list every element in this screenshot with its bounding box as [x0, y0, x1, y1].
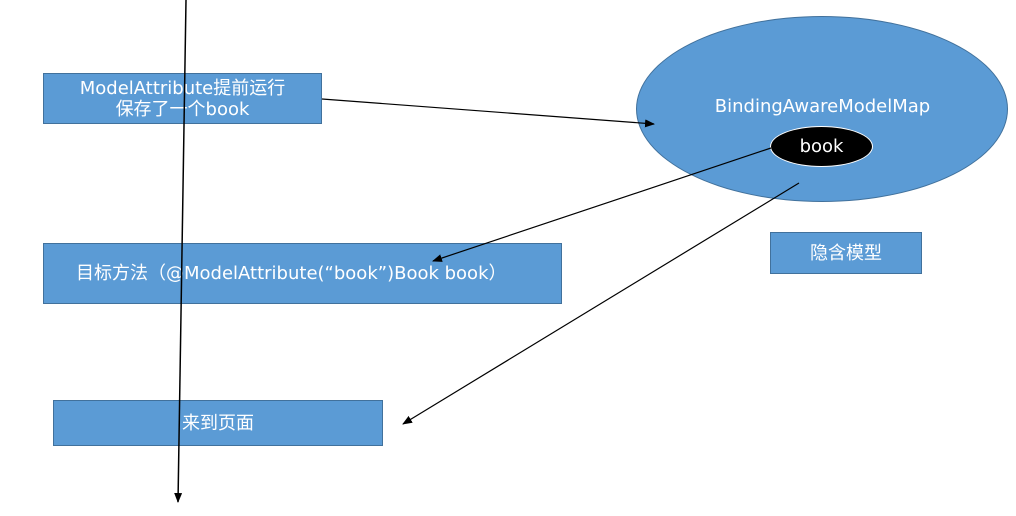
binding-aware-model-map-label: BindingAwareModelMap [714, 96, 931, 117]
to-page-box: 来到页面 [53, 400, 383, 446]
model-attribute-line2: 保存了一个book [115, 98, 250, 120]
save-arrow [321, 98, 655, 128]
target-method-box: 目标方法（@ModelAttribute(“book”)Book book） [43, 243, 562, 304]
book-ellipse: book [770, 126, 873, 167]
model-attribute-box: ModelAttribute提前运行 保存了一个book [43, 73, 322, 124]
implicit-model-box: 隐含模型 [770, 232, 922, 274]
model-attribute-line1: ModelAttribute提前运行 [79, 77, 286, 99]
